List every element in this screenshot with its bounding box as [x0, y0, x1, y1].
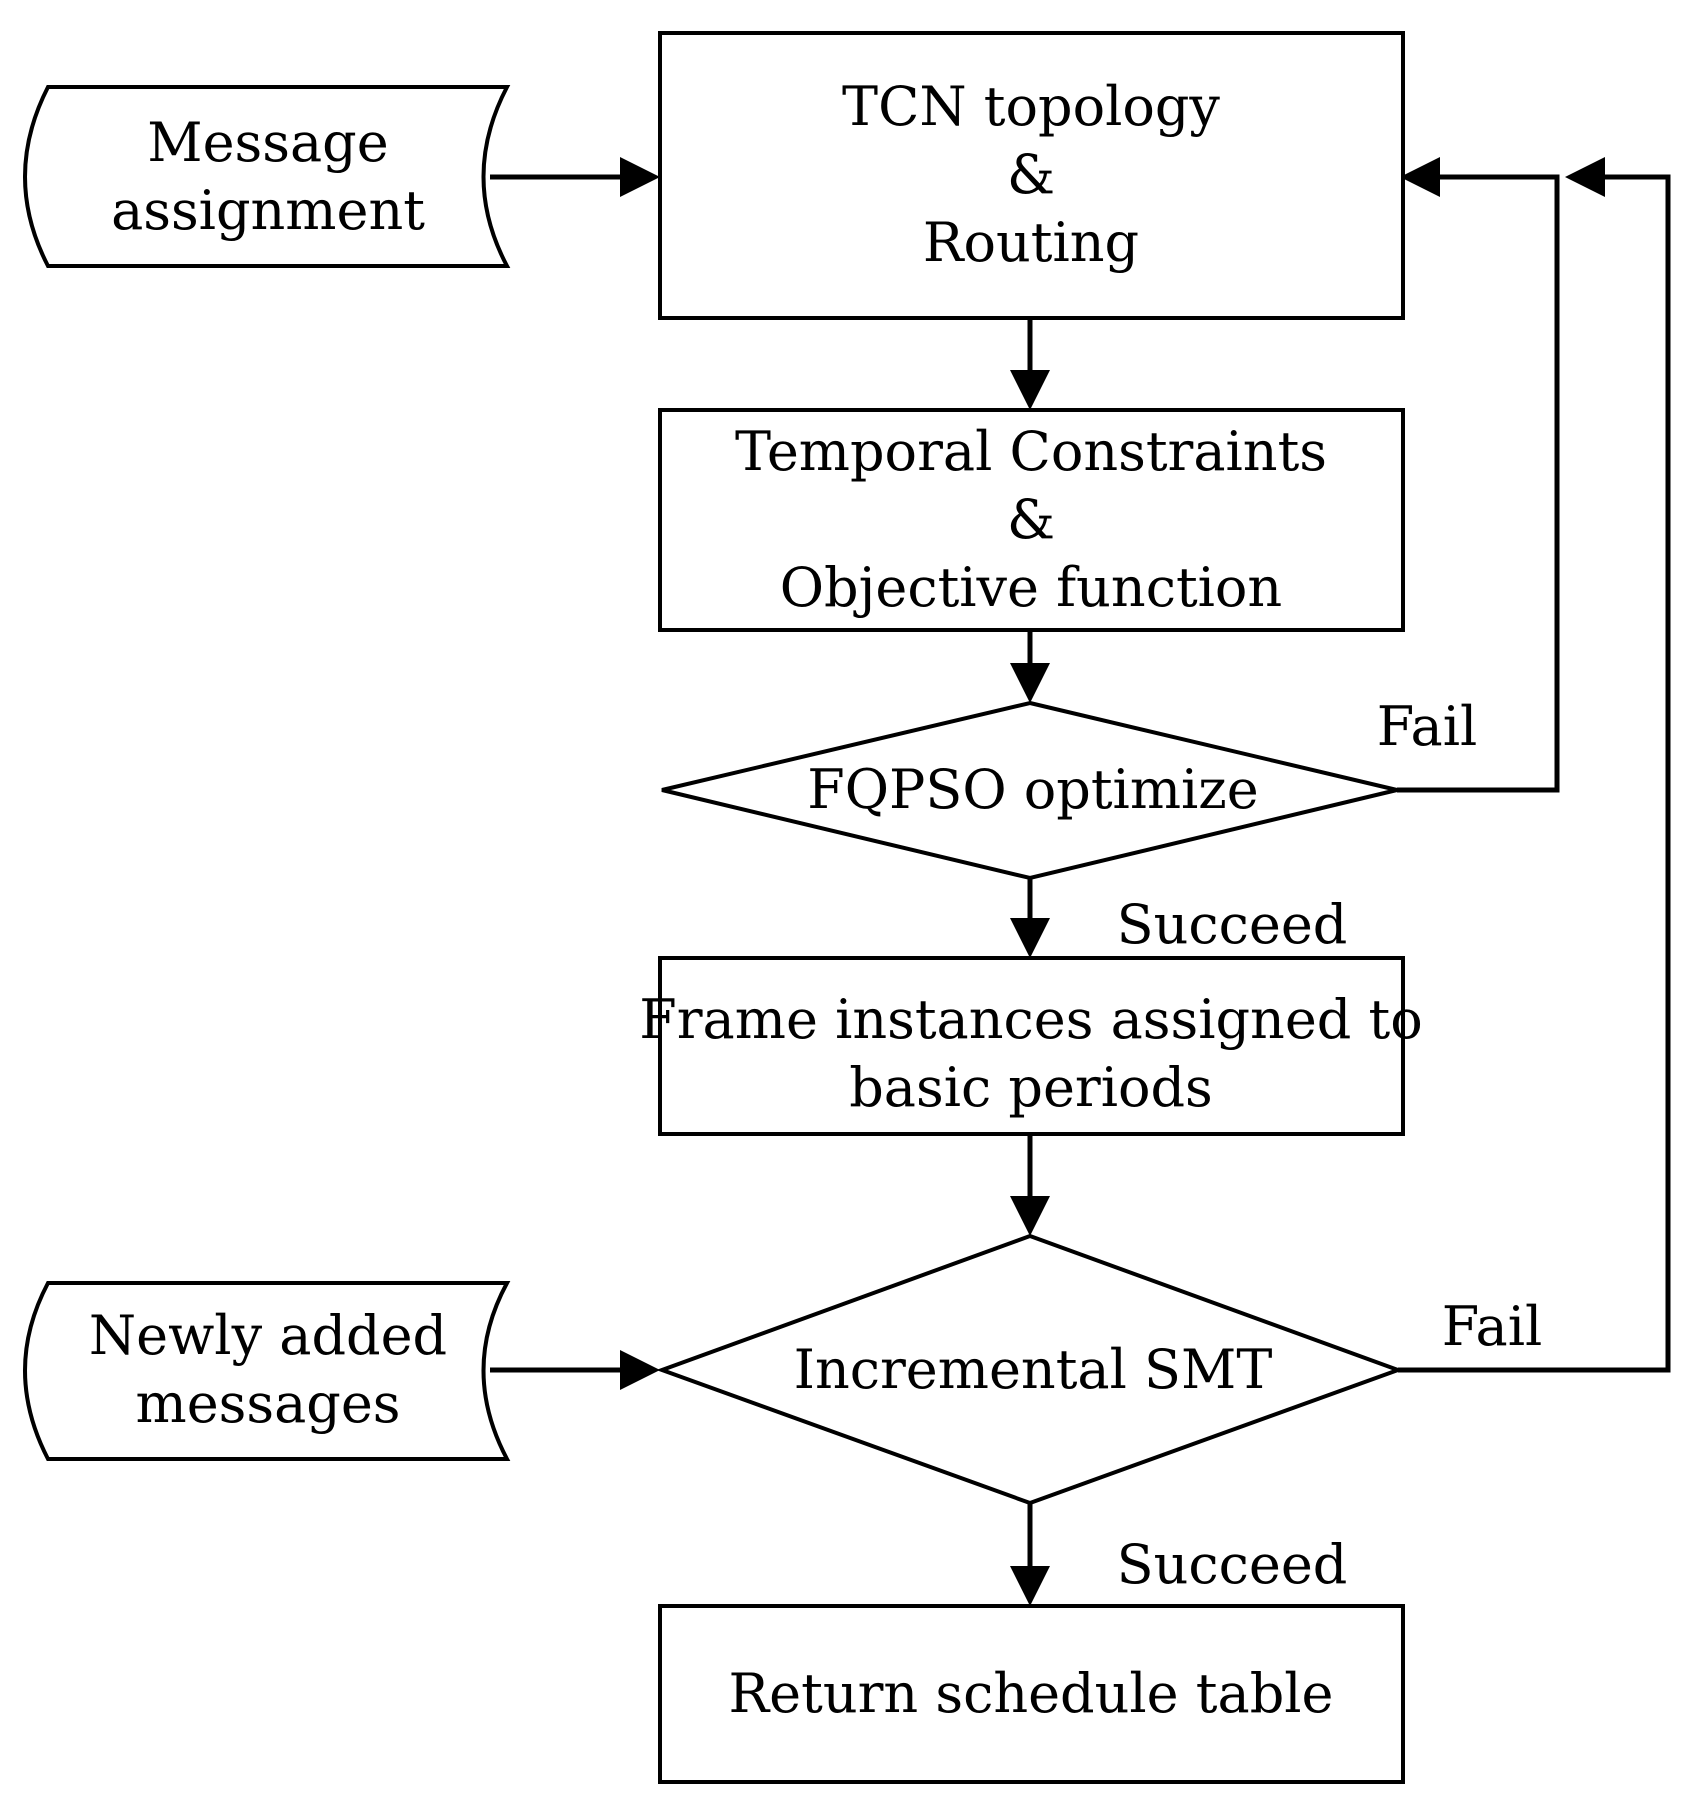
arrow-tcn-to-temporal	[1010, 370, 1050, 410]
label-line: Newly added	[89, 1304, 447, 1367]
edge-labels: Fail Succeed Fail Succeed	[1117, 695, 1543, 1596]
label-line: assignment	[111, 179, 425, 242]
return-schedule-label: Return schedule table	[729, 1662, 1334, 1725]
message-assignment-shape	[23, 85, 511, 268]
label-line: Frame instances assigned to	[639, 988, 1422, 1051]
label-line: Routing	[923, 211, 1139, 274]
label-line: Message	[147, 111, 388, 174]
temporal-constraints-label: Temporal Constraints&Objective function	[735, 420, 1327, 619]
arrow-fqpso-to-frame	[1010, 918, 1050, 958]
return-schedule-box	[658, 1604, 1405, 1784]
label-line: Return schedule table	[729, 1662, 1334, 1725]
edge-smt-fail-loop	[1398, 174, 1671, 1373]
arrow-smt-fail-loop	[1565, 157, 1605, 197]
label-line: Objective function	[780, 556, 1282, 619]
label-line: &	[1007, 143, 1055, 206]
newly-added-shape	[23, 1281, 511, 1461]
arrow-temporal-to-fqpso	[1010, 663, 1050, 703]
smt-fail-label: Fail	[1442, 1295, 1543, 1358]
label-line: Temporal Constraints	[735, 420, 1327, 483]
label-line: Incremental SMT	[794, 1338, 1273, 1401]
frame-instances-box	[658, 956, 1405, 1136]
label-line: FQPSO optimize	[807, 758, 1258, 821]
arrow-smt-to-return	[1010, 1566, 1050, 1606]
temporal-constraints-box	[658, 408, 1405, 632]
label-line: TCN topology	[842, 75, 1220, 138]
edges	[490, 157, 1671, 1606]
arrow-newly-to-smt	[620, 1350, 660, 1390]
label-line: basic periods	[849, 1056, 1213, 1119]
tcn-topology-label: TCN topology&Routing	[842, 75, 1220, 274]
fqpso-succeed-label: Succeed	[1117, 893, 1348, 956]
fqpso-decision	[661, 700, 1398, 881]
incremental-smt-label: Incremental SMT	[794, 1338, 1273, 1401]
tcn-topology-box	[658, 31, 1405, 320]
arrow-frame-to-smt	[1010, 1196, 1050, 1236]
label-line: messages	[135, 1372, 400, 1435]
arrow-fqpso-fail-loop	[1400, 157, 1440, 197]
smt-succeed-label: Succeed	[1117, 1533, 1348, 1596]
fqpso-fail-label: Fail	[1377, 695, 1478, 758]
fqpso-label: FQPSO optimize	[807, 758, 1258, 821]
edge-fqpso-fail-loop	[1397, 174, 1560, 793]
incremental-smt-decision	[656, 1233, 1404, 1506]
label-line: &	[1007, 488, 1055, 551]
arrow-message-to-tcn	[620, 157, 660, 197]
